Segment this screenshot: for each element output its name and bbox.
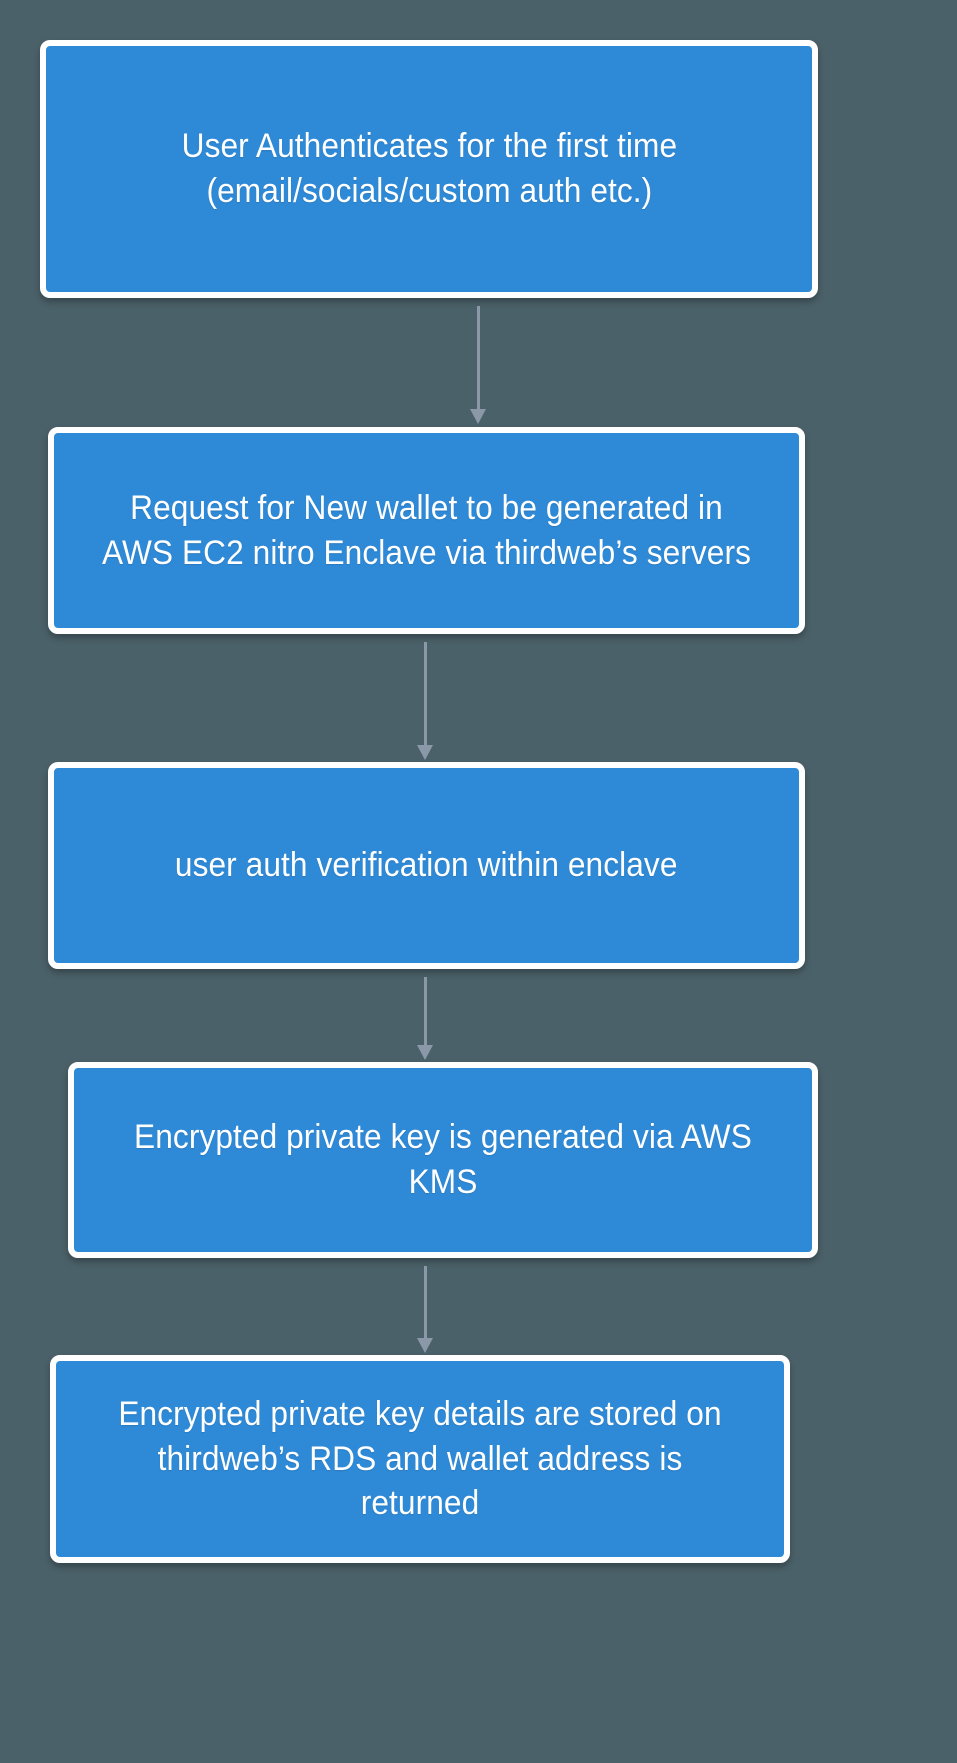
flow-node-user-authenticates[interactable]: User Authenticates for the first time (e… <box>40 40 818 298</box>
flow-node-encrypted-key-generated[interactable]: Encrypted private key is generated via A… <box>68 1062 818 1258</box>
flow-node-label: user auth verification within enclave <box>175 846 678 885</box>
flow-node-request-new-wallet[interactable]: Request for New wallet to be generated i… <box>48 427 805 634</box>
arrow-head-icon <box>417 1338 433 1353</box>
flow-node-label: Encrypted private key details are stored… <box>118 1394 722 1523</box>
arrow-head-icon <box>417 1045 433 1060</box>
flow-node-user-auth-verification[interactable]: user auth verification within enclave <box>48 762 805 969</box>
flow-node-label: Request for New wallet to be generated i… <box>101 488 752 572</box>
arrow-head-icon <box>470 409 486 424</box>
flow-node-key-stored-and-address-returned[interactable]: Encrypted private key details are stored… <box>50 1355 790 1563</box>
arrow-line <box>424 1266 427 1338</box>
flow-node-label: User Authenticates for the first time (e… <box>181 127 677 210</box>
flow-arrow-3 <box>413 977 437 1060</box>
arrow-line <box>477 306 480 409</box>
arrow-line <box>424 977 427 1045</box>
arrow-line <box>424 642 427 745</box>
flow-arrow-2 <box>413 642 437 760</box>
flow-node-label: Encrypted private key is generated via A… <box>134 1118 752 1201</box>
flow-arrow-4 <box>413 1266 437 1353</box>
flow-arrow-1 <box>466 306 490 424</box>
arrow-head-icon <box>417 745 433 760</box>
